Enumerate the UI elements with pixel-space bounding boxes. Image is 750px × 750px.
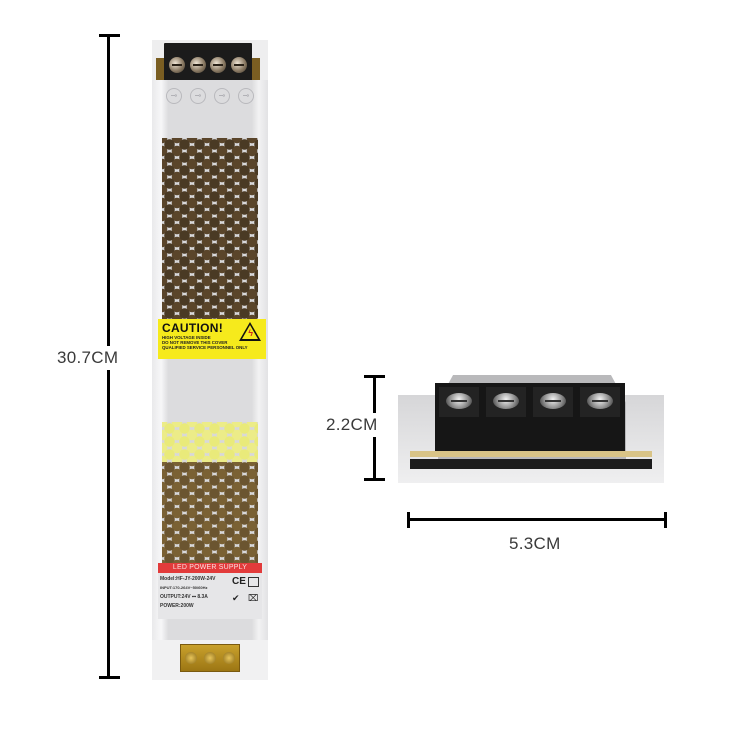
terminal-screw-icon [210, 57, 227, 73]
end-view-base [410, 459, 652, 469]
terminal-screw-icon [446, 393, 472, 409]
caution-line: QUALIFIED SERVICE PERSONNEL ONLY [162, 345, 248, 351]
terminal-slot [486, 387, 526, 417]
ce-mark-icon: CE [232, 576, 246, 587]
terminal-symbols: ⊸ ⊸ ⊸ ⊸ [162, 88, 258, 110]
terminal-screw-icon [587, 393, 613, 409]
width-dimension-label: 5.3CM [509, 532, 561, 556]
brass-contact-right [252, 58, 260, 88]
terminal-screw-icon [189, 57, 206, 73]
caution-line: DO NOT REMOVE THIS COVER [162, 340, 228, 346]
caution-label: CAUTION! HIGH VOLTAGE INSIDE DO NOT REMO… [158, 319, 266, 359]
power-supply-end-view [398, 375, 664, 483]
lightning-bolt-icon: ϟ [248, 328, 253, 338]
high-voltage-warning-icon [239, 322, 261, 341]
terminal-screw-icon [169, 57, 186, 73]
terminal-symbol-icon: ⊸ [238, 88, 254, 104]
psu-shell: ⊸ ⊸ ⊸ ⊸ [152, 80, 268, 640]
weee-bin-icon: ⌧ [248, 593, 259, 603]
brass-contact-left [156, 58, 164, 88]
depth-dimension-label: 2.2CM [326, 413, 378, 437]
caution-title: CAUTION! [162, 321, 224, 335]
model-spec: Model:HF-JY-200W-24V [160, 576, 216, 582]
width-dimension-line [408, 518, 666, 521]
power-supply-front-view: ⊸ ⊸ ⊸ ⊸ CAUTION! HIGH VOLTAGE INSIDE DO … [152, 40, 268, 680]
end-view-pcb [410, 451, 652, 457]
psu-bottom-cap [152, 640, 268, 680]
height-dimension-label: 30.7CM [57, 346, 119, 370]
terminal-screw-icon [184, 652, 197, 664]
output-spec: OUTPUT:24V ⎓ 8.3A [160, 594, 208, 600]
rohs-icon: ✔ [232, 593, 240, 603]
led-power-supply-banner: LED POWER SUPPLY [158, 563, 262, 573]
terminal-symbol-icon: ⊸ [190, 88, 206, 104]
indoor-use-icon [248, 577, 259, 587]
nameplate-label: LED POWER SUPPLY Model:HF-JY-200W-24V IN… [158, 563, 262, 619]
depth-dimension-bottom-tick [364, 478, 385, 481]
terminal-screw-icon [230, 57, 247, 73]
output-terminal-block [180, 644, 240, 672]
terminal-slot [580, 387, 620, 417]
terminal-symbol-icon: ⊸ [214, 88, 230, 104]
input-spec: INPUT:170-264V~50/60Hz [160, 585, 208, 590]
terminal-screw-icon [540, 393, 566, 409]
input-terminal-block [164, 43, 252, 87]
height-dimension-bottom-tick [99, 676, 120, 679]
terminal-slot [439, 387, 479, 417]
terminal-screw-icon [493, 393, 519, 409]
terminal-screw-icon [203, 652, 216, 664]
terminal-slot [533, 387, 573, 417]
caution-line: HIGH VOLTAGE INSIDE [162, 335, 211, 340]
terminal-screw-icon [223, 652, 236, 664]
power-spec: POWER:200W [160, 603, 194, 609]
width-dimension-right-tick [664, 512, 667, 528]
capacitor-visible-through-grille [162, 422, 258, 462]
end-view-terminal-block [435, 383, 625, 455]
terminal-symbol-icon: ⊸ [166, 88, 182, 104]
